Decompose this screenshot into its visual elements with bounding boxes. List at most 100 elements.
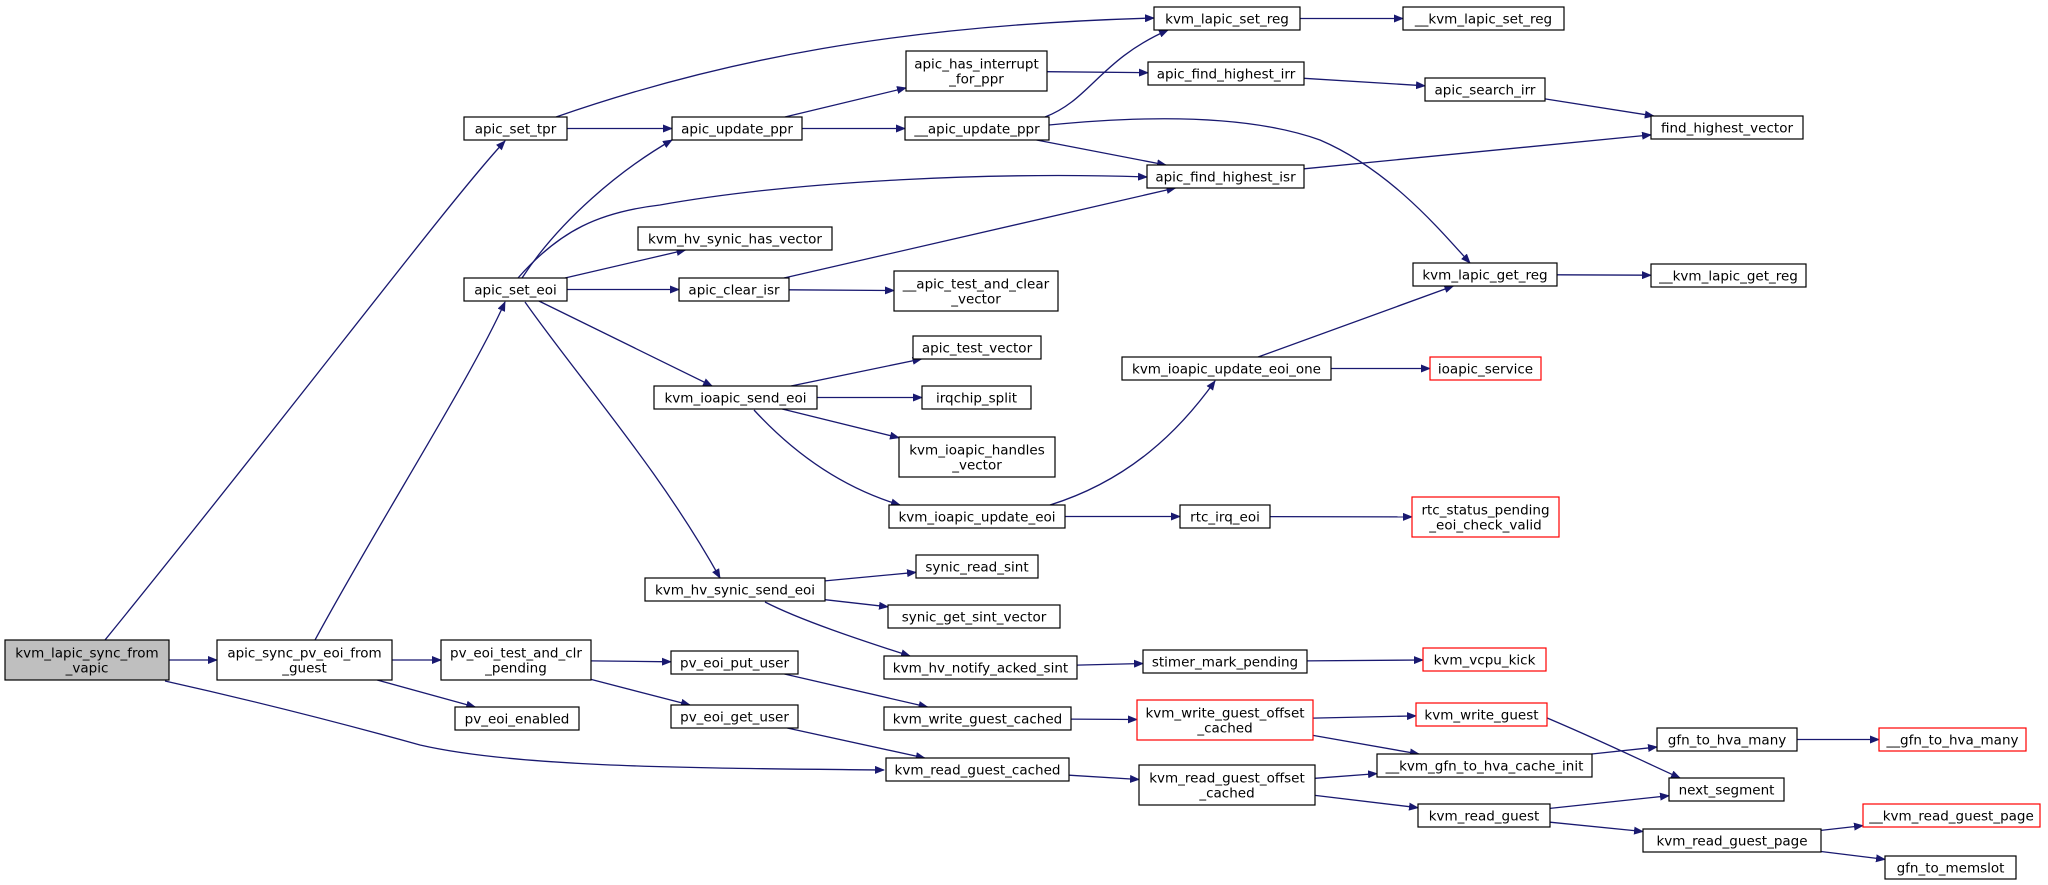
edge-apic_set_eoi-to-kvm_hv_synic_has_vector <box>564 248 687 279</box>
node-box <box>883 655 1078 680</box>
node-__kvm_read_guest_page[interactable]: __kvm_read_guest_page <box>1862 803 2041 828</box>
node-apic_find_highest_isr[interactable]: apic_find_highest_isr <box>1146 164 1305 189</box>
node-kvm_ioapic_send_eoi[interactable]: kvm_ioapic_send_eoi <box>653 385 818 410</box>
node-rtc_irq_eoi[interactable]: rtc_irq_eoi <box>1179 504 1271 529</box>
node-box <box>216 639 393 681</box>
node-pv_eoi_get_user[interactable]: pv_eoi_get_user <box>670 704 799 729</box>
node-box <box>883 706 1072 731</box>
edge-pv_eoi_test_and_clr_pending-to-pv_eoi_get_user <box>590 678 691 707</box>
node-label: find_highest_vector <box>1661 121 1793 137</box>
node-kvm_vcpu_kick[interactable]: kvm_vcpu_kick <box>1422 647 1547 672</box>
node-pv_eoi_test_and_clr_pending[interactable]: pv_eoi_test_and_clr_pending <box>440 639 592 681</box>
node-label: pv_eoi_put_user <box>680 656 789 672</box>
node-label: apic_test_vector <box>922 341 1033 357</box>
node-box <box>1136 699 1314 741</box>
node-label: __gfn_to_hva_many <box>1886 733 2019 749</box>
node-box <box>1121 356 1332 381</box>
node-gfn_to_memslot[interactable]: gfn_to_memslot <box>1884 855 2017 880</box>
node-box <box>1417 803 1551 828</box>
node-box <box>440 639 592 681</box>
node-kvm_hv_synic_has_vector[interactable]: kvm_hv_synic_has_vector <box>637 226 833 251</box>
edge-__apic_update_ppr-to-apic_find_highest_isr <box>1036 139 1167 168</box>
node-box <box>885 757 1070 782</box>
node-box <box>463 116 568 141</box>
node-stimer_mark_pending[interactable]: stimer_mark_pending <box>1142 649 1308 674</box>
node-kvm_read_guest_cached[interactable]: kvm_read_guest_cached <box>885 757 1070 782</box>
node-kvm_read_guest_offset_cached[interactable]: kvm_read_guest_offset_cached <box>1138 764 1316 806</box>
node-box <box>644 577 826 602</box>
edges-layer <box>104 14 1886 863</box>
node-synic_read_sint[interactable]: synic_read_sint <box>915 554 1039 579</box>
edge-kvm_write_guest-to-next_segment <box>1539 714 1681 779</box>
node-__kvm_lapic_get_reg[interactable]: __kvm_lapic_get_reg <box>1650 263 1807 288</box>
node-apic_set_tpr[interactable]: apic_set_tpr <box>463 116 568 141</box>
node-apic_update_ppr[interactable]: apic_update_ppr <box>671 116 803 141</box>
node-apic_has_interrupt_for_ppr[interactable]: apic_has_interrupt_for_ppr <box>905 50 1048 92</box>
node-label: kvm_read_guest <box>1429 809 1540 825</box>
node-kvm_write_guest[interactable]: kvm_write_guest <box>1415 702 1548 727</box>
node-apic_set_eoi[interactable]: apic_set_eoi <box>463 277 568 302</box>
node-label: kvm_ioapic_handles <box>909 443 1045 459</box>
node-next_segment[interactable]: next_segment <box>1668 777 1785 802</box>
node-label: kvm_ioapic_update_eoi <box>898 510 1055 526</box>
node-box <box>1424 77 1546 102</box>
edge-kvm_read_guest-to-kvm_read_guest_page <box>1549 821 1644 835</box>
node-label: rtc_irq_eoi <box>1190 510 1260 526</box>
node-label: apic_sync_pv_eoi_from <box>227 646 381 662</box>
node-label: kvm_write_guest_offset <box>1145 706 1304 722</box>
node-box <box>905 50 1048 92</box>
node-kvm_write_guest_offset_cached[interactable]: kvm_write_guest_offset_cached <box>1136 699 1314 741</box>
edge-apic_has_interrupt_for_ppr-to-apic_find_highest_irr <box>1046 68 1149 77</box>
edge-kvm_read_guest-to-next_segment <box>1549 792 1670 810</box>
node-kvm_ioapic_update_eoi[interactable]: kvm_ioapic_update_eoi <box>888 504 1066 529</box>
node-ioapic_service[interactable]: ioapic_service <box>1429 356 1542 381</box>
edge-__apic_update_ppr-to-kvm_lapic_get_reg <box>1048 118 1471 264</box>
node-label: apic_set_eoi <box>474 283 556 299</box>
node-kvm_hv_notify_acked_sint[interactable]: kvm_hv_notify_acked_sint <box>883 655 1078 680</box>
node-kvm_lapic_get_reg[interactable]: kvm_lapic_get_reg <box>1412 262 1558 287</box>
node-kvm_ioapic_update_eoi_one[interactable]: kvm_ioapic_update_eoi_one <box>1121 356 1332 381</box>
node-kvm_lapic_sync_from_vapic[interactable]: kvm_lapic_sync_from_vapic <box>4 639 170 681</box>
node-label: kvm_lapic_get_reg <box>1422 268 1547 284</box>
node-rtc_status_pending_eoi_check_valid[interactable]: rtc_status_pending_eoi_check_valid <box>1411 496 1560 538</box>
node-box <box>670 704 799 729</box>
node-apic_clear_isr[interactable]: apic_clear_isr <box>678 277 790 302</box>
node-apic_sync_pv_eoi_from_guest[interactable]: apic_sync_pv_eoi_from_guest <box>216 639 393 681</box>
node-label: apic_search_irr <box>1435 83 1536 99</box>
node-kvm_read_guest_page[interactable]: kvm_read_guest_page <box>1642 828 1822 853</box>
node-__gfn_to_hva_many[interactable]: __gfn_to_hva_many <box>1878 727 2027 752</box>
node-synic_get_sint_vector[interactable]: synic_get_sint_vector <box>887 604 1061 629</box>
node-label: kvm_read_guest_offset <box>1149 771 1305 787</box>
node-__apic_test_and_clear_vector[interactable]: __apic_test_and_clear_vector <box>893 270 1059 312</box>
node-pv_eoi_put_user[interactable]: pv_eoi_put_user <box>670 650 799 675</box>
node-label: apic_has_interrupt <box>914 57 1039 73</box>
node-__kvm_gfn_to_hva_cache_init[interactable]: __kvm_gfn_to_hva_cache_init <box>1376 753 1593 778</box>
node-kvm_hv_synic_send_eoi[interactable]: kvm_hv_synic_send_eoi <box>644 577 826 602</box>
node-label: ioapic_service <box>1438 362 1533 378</box>
node-box <box>921 385 1032 410</box>
node-gfn_to_hva_many[interactable]: gfn_to_hva_many <box>1656 727 1798 752</box>
node-kvm_ioapic_handles_vector[interactable]: kvm_ioapic_handles_vector <box>898 436 1056 478</box>
node-kvm_write_guest_cached[interactable]: kvm_write_guest_cached <box>883 706 1072 731</box>
edge-apic_update_ppr-to-apic_has_interrupt_for_ppr <box>784 86 907 118</box>
node-kvm_lapic_set_reg[interactable]: kvm_lapic_set_reg <box>1153 6 1301 31</box>
node-label: _for_ppr <box>948 72 1004 88</box>
node-box <box>915 554 1039 579</box>
node-label: gfn_to_hva_many <box>1668 733 1786 749</box>
node-label: irqchip_split <box>936 391 1017 407</box>
node-kvm_read_guest[interactable]: kvm_read_guest <box>1417 803 1551 828</box>
node-apic_search_irr[interactable]: apic_search_irr <box>1424 77 1546 102</box>
node-find_highest_vector[interactable]: find_highest_vector <box>1650 115 1804 140</box>
node-box <box>1153 6 1301 31</box>
node-irqchip_split[interactable]: irqchip_split <box>921 385 1032 410</box>
node-apic_find_highest_irr[interactable]: apic_find_highest_irr <box>1147 61 1305 86</box>
edge-kvm_hv_synic_send_eoi-to-kvm_hv_notify_acked_sint <box>764 601 911 658</box>
node-__apic_update_ppr[interactable]: __apic_update_ppr <box>904 116 1050 141</box>
node-apic_test_vector[interactable]: apic_test_vector <box>912 335 1042 360</box>
node-box <box>1402 6 1565 31</box>
node-box <box>888 504 1066 529</box>
node-__kvm_lapic_set_reg[interactable]: __kvm_lapic_set_reg <box>1402 6 1565 31</box>
node-label: kvm_read_guest_cached <box>895 763 1061 779</box>
node-pv_eoi_enabled[interactable]: pv_eoi_enabled <box>454 706 580 731</box>
node-label: stimer_mark_pending <box>1152 655 1298 671</box>
